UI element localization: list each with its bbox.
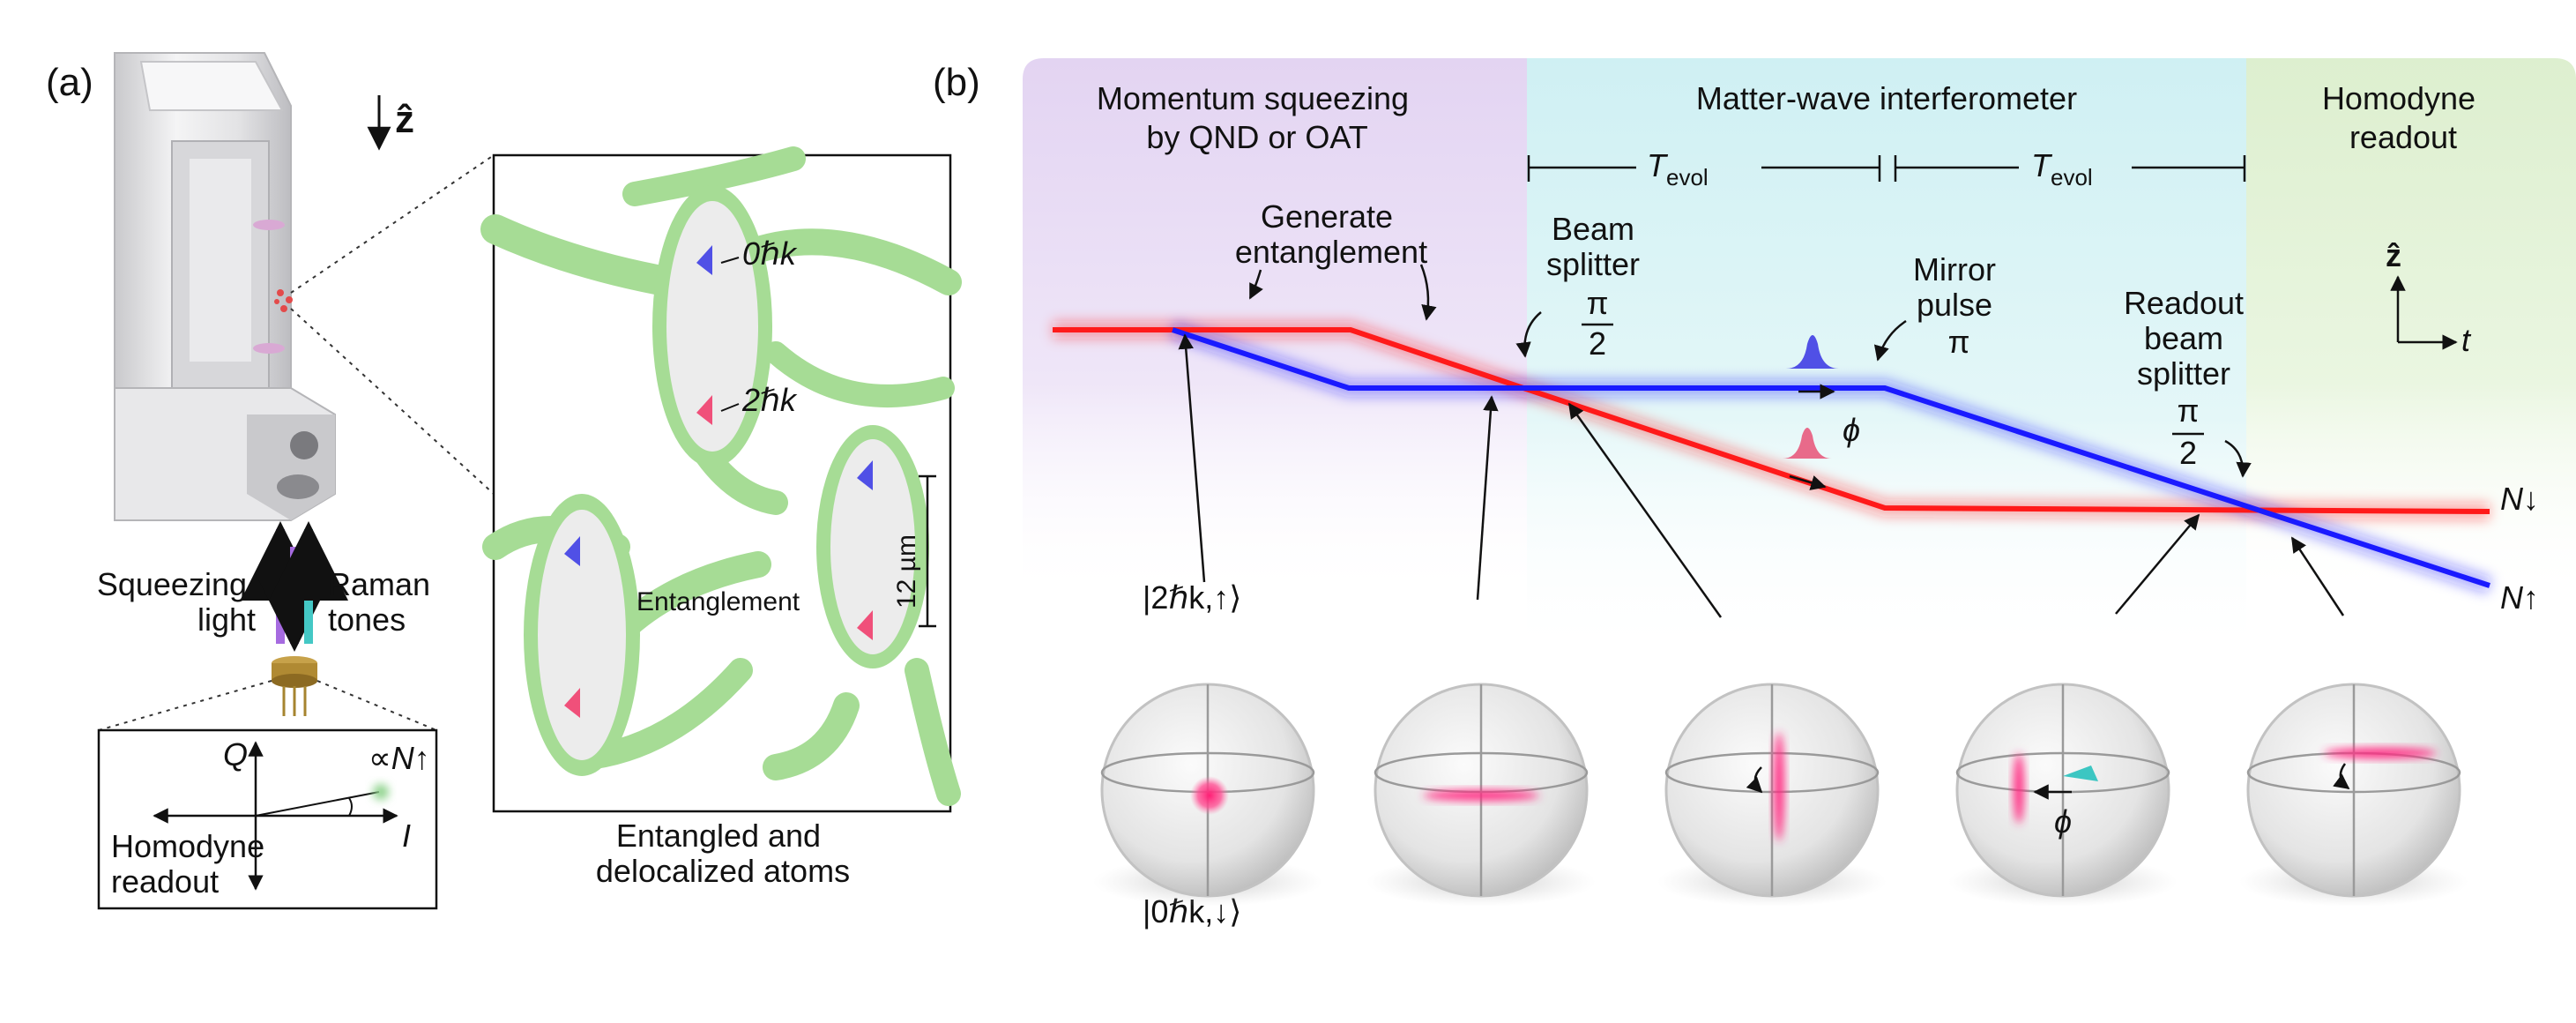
inset-q-label: Q bbox=[223, 736, 248, 773]
z-axis-label: ẑ bbox=[395, 98, 414, 141]
wavepacket-blue bbox=[1786, 335, 1839, 369]
section-title-interferometer: Matter-wave interferometer bbox=[1696, 80, 2077, 116]
n-up-label: N↑ bbox=[2500, 579, 2539, 616]
bloch-sphere-5 bbox=[2239, 683, 2468, 907]
phase-shift-wedge bbox=[2063, 765, 2098, 781]
atom-blue bbox=[564, 536, 580, 566]
raman-tones-label: Raman tones bbox=[328, 566, 439, 638]
squeezing-light-label: Squeezing light bbox=[97, 566, 256, 638]
atom-pink bbox=[696, 395, 712, 425]
atom-blue bbox=[696, 245, 712, 275]
wavepacket-pink bbox=[1783, 428, 1832, 459]
state-top-label: |2ℏk,↑⟩ bbox=[1143, 579, 1241, 616]
homodyne-inset: Q I ∝N↑ Homodyne readout bbox=[97, 728, 438, 910]
axis-t-label: t bbox=[2461, 322, 2472, 358]
z-t-axes: ẑ t bbox=[2386, 237, 2472, 358]
bloch-sphere-3 bbox=[1657, 683, 1887, 907]
squeezed-state-ellipse bbox=[2014, 753, 2024, 824]
phase-phi-label: ϕ bbox=[1843, 412, 1860, 448]
axis-z-label: ẑ bbox=[2386, 237, 2401, 273]
panel-a-label: (a) bbox=[46, 61, 93, 104]
t-evol-label-1: Tevol bbox=[1647, 147, 1709, 190]
readout-bs-denominator: 2 bbox=[2179, 435, 2197, 471]
squeezed-state-ellipse bbox=[1423, 790, 1539, 801]
photodetector bbox=[272, 656, 317, 716]
bloch-sphere-4: ϕ bbox=[1948, 683, 2178, 907]
entanglement-label: Entanglement bbox=[637, 587, 800, 616]
scale-bar: 12 µm bbox=[892, 474, 936, 628]
bloch-sphere-2 bbox=[1366, 683, 1596, 907]
momentum-2hk-label: 2ℏk bbox=[741, 382, 798, 418]
atom-pink bbox=[857, 610, 873, 640]
bloch-sphere-1 bbox=[1093, 683, 1322, 907]
squeezed-state-ellipse bbox=[2324, 748, 2437, 758]
scale-bar-label: 12 µm bbox=[892, 534, 921, 609]
generate-entanglement-label: Generate entanglement bbox=[1235, 198, 1427, 270]
squeezed-state-dot bbox=[1190, 776, 1229, 815]
atom-interferometer-device bbox=[114, 52, 336, 521]
section-title-readout: Homodyne readout bbox=[2322, 80, 2484, 155]
inset-caption: Homodyne readout bbox=[111, 828, 273, 900]
readout-beam-splitter-label: Readout beam splitter π bbox=[2124, 285, 2252, 429]
atom-pink bbox=[564, 688, 580, 718]
sphere-phi-label: ϕ bbox=[2054, 803, 2072, 840]
momentum-0hk-label: 0ℏk bbox=[742, 235, 798, 272]
interferometer-paths bbox=[1053, 321, 2493, 594]
entanglement-zoom-box: 0ℏk 2ℏk Entanglement 12 µm bbox=[480, 146, 962, 813]
t-evol-label-2: Tevol bbox=[2031, 147, 2093, 190]
lower-path-blue bbox=[1172, 327, 2490, 588]
panel-b-label: (b) bbox=[933, 61, 980, 104]
atom-blue bbox=[857, 460, 873, 490]
z-axis-indicator: ẑ bbox=[367, 95, 414, 151]
squeezed-state-ellipse bbox=[1774, 732, 1784, 841]
inset-i-label: I bbox=[402, 818, 411, 854]
inset-signal-label: ∝N↑ bbox=[369, 740, 430, 776]
t-evol-brackets bbox=[1527, 155, 2246, 182]
section-title-squeezing: Momentum squeezing by QND or OAT bbox=[1097, 80, 1418, 155]
pointer-arrows bbox=[1178, 333, 2345, 618]
beam-splitter-label: Beam splitter π bbox=[1546, 211, 1649, 321]
n-down-label: N↓ bbox=[2500, 481, 2539, 517]
beam-splitter-denominator: 2 bbox=[1589, 325, 1606, 362]
atom-cloud-dot bbox=[277, 289, 284, 296]
mirror-pulse-label: Mirror pulse π bbox=[1913, 251, 2005, 360]
laser-beams bbox=[241, 521, 348, 652]
zoom-caption: Entangled and delocalized atoms bbox=[596, 818, 850, 889]
